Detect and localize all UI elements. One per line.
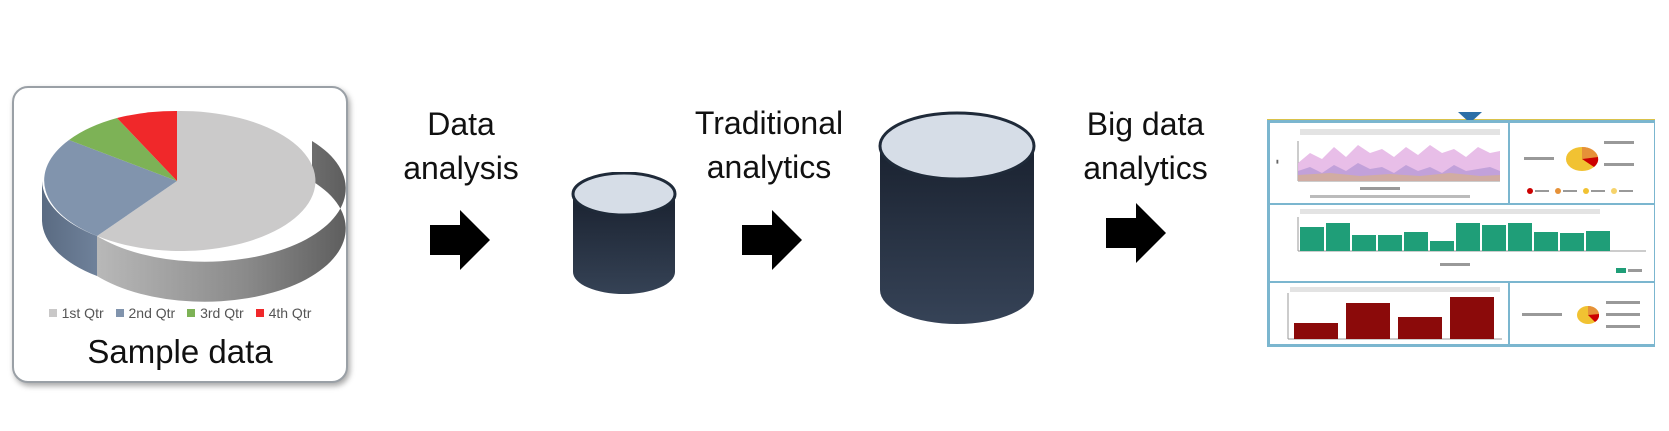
red-bar-chart-thumbnail — [1287, 287, 1502, 340]
dashboard-red-bar-panel — [1269, 282, 1509, 345]
dashboard-bar-panel — [1269, 204, 1655, 282]
pie-slice-3rd-qtr — [69, 118, 177, 181]
right-arrow-icon — [430, 210, 490, 270]
large-database-icon — [878, 111, 1036, 324]
dashboard-pie-panel-top — [1509, 122, 1655, 204]
dashboard-thumbnail: ▮ — [1267, 120, 1655, 347]
pie-side-1st-qtr — [97, 141, 346, 302]
pie-thumbnail-bottom — [1522, 301, 1640, 328]
right-arrow-icon — [1106, 203, 1166, 263]
traditional-analytics-label: Traditional analytics — [694, 105, 844, 185]
pie-slice-4th-qtr — [117, 110, 177, 181]
legend-item-2nd-qtr: 2nd Qtr — [115, 305, 175, 321]
legend-item-1st-qtr: 1st Qtr — [48, 305, 104, 321]
pie-slice-1st-qtr — [97, 110, 316, 251]
pie-chart-3d — [42, 110, 346, 302]
pie-legend: 1st Qtr 2nd Qtr 3rd Qtr 4th Qtr — [14, 305, 346, 321]
dashboard-area-panel: ▮ — [1269, 122, 1509, 204]
dashboard-pie-panel-bottom — [1509, 282, 1655, 345]
svg-text:▮: ▮ — [1276, 159, 1279, 165]
small-database-icon — [571, 172, 677, 294]
pie-slice-2nd-qtr — [44, 140, 177, 236]
big-data-analytics-label: Big data analytics — [1083, 106, 1208, 186]
sample-data-card: 1st Qtr 2nd Qtr 3rd Qtr 4th Qtr Sample d… — [12, 86, 348, 383]
sample-data-caption: Sample data — [87, 333, 273, 370]
legend-item-3rd-qtr: 3rd Qtr — [187, 305, 244, 321]
area-chart-thumbnail: ▮ — [1276, 129, 1500, 198]
green-bar-chart-thumbnail — [1297, 209, 1646, 273]
pie-thumbnail-top — [1524, 141, 1634, 194]
data-analysis-label: Data analysis — [403, 106, 519, 186]
right-arrow-icon — [742, 210, 802, 270]
pie-side-2nd-qtr — [42, 181, 97, 276]
legend-item-4th-qtr: 4th Qtr — [255, 305, 311, 321]
dashboard-pointer-icon — [1458, 112, 1482, 123]
